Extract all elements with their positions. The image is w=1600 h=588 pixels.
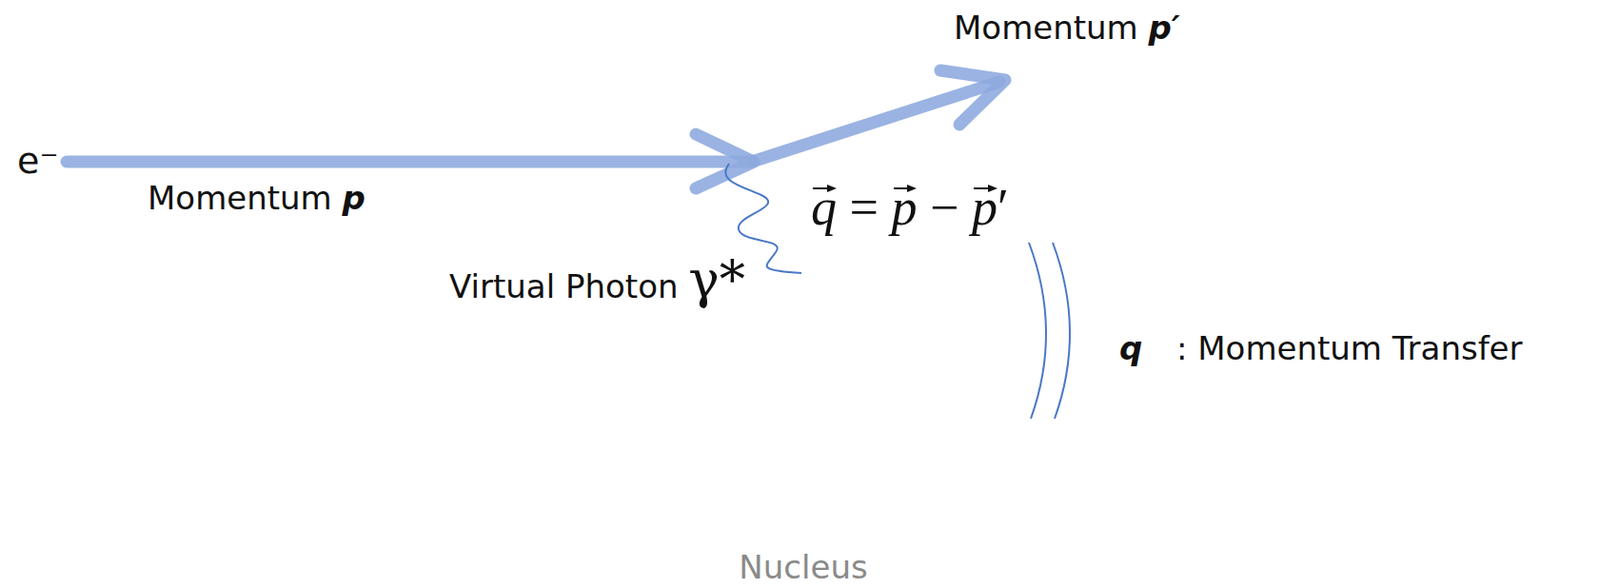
momentum-label: Momentum p bbox=[147, 179, 366, 218]
momentum-transfer-arcs bbox=[1028, 242, 1070, 419]
outgoing-electron-arrow bbox=[754, 70, 1006, 161]
momentum-equation: q = p − p′ bbox=[810, 181, 1009, 234]
text-part: Virtual Photon bbox=[449, 267, 689, 306]
equation-symbol: = bbox=[849, 178, 879, 237]
equation-symbol bbox=[916, 178, 930, 237]
text-part: p bbox=[342, 178, 366, 218]
spacer bbox=[591, 105, 1016, 550]
equation-symbol: q bbox=[810, 181, 837, 234]
equation-symbol bbox=[836, 178, 850, 237]
equation-symbol: p bbox=[971, 181, 998, 234]
text-part: Momentum bbox=[953, 8, 1149, 47]
nucleus-circle: Nucleus bbox=[591, 105, 1016, 587]
equation-symbol bbox=[878, 178, 892, 237]
equation-symbol: ′ bbox=[997, 178, 1009, 237]
momentum-symbol: q bbox=[1119, 330, 1143, 368]
particle-symbol: e⁻ bbox=[17, 140, 59, 183]
text-part: Momentum bbox=[147, 178, 343, 218]
equation-symbol: p bbox=[890, 181, 917, 234]
text-part: p′ bbox=[1148, 8, 1181, 47]
nucleus-outline bbox=[591, 105, 1016, 531]
text-part: γ* bbox=[688, 250, 746, 311]
equation-symbol bbox=[958, 178, 972, 237]
node-label: Nucleus bbox=[591, 549, 1016, 587]
equation-symbol: − bbox=[929, 178, 959, 237]
virtual-photon-label: Virtual Photon γ* bbox=[449, 251, 746, 312]
momentum-label: Momentum p′ bbox=[953, 9, 1181, 47]
momentum-transfer-label: : Momentum Transfer bbox=[1176, 330, 1523, 368]
